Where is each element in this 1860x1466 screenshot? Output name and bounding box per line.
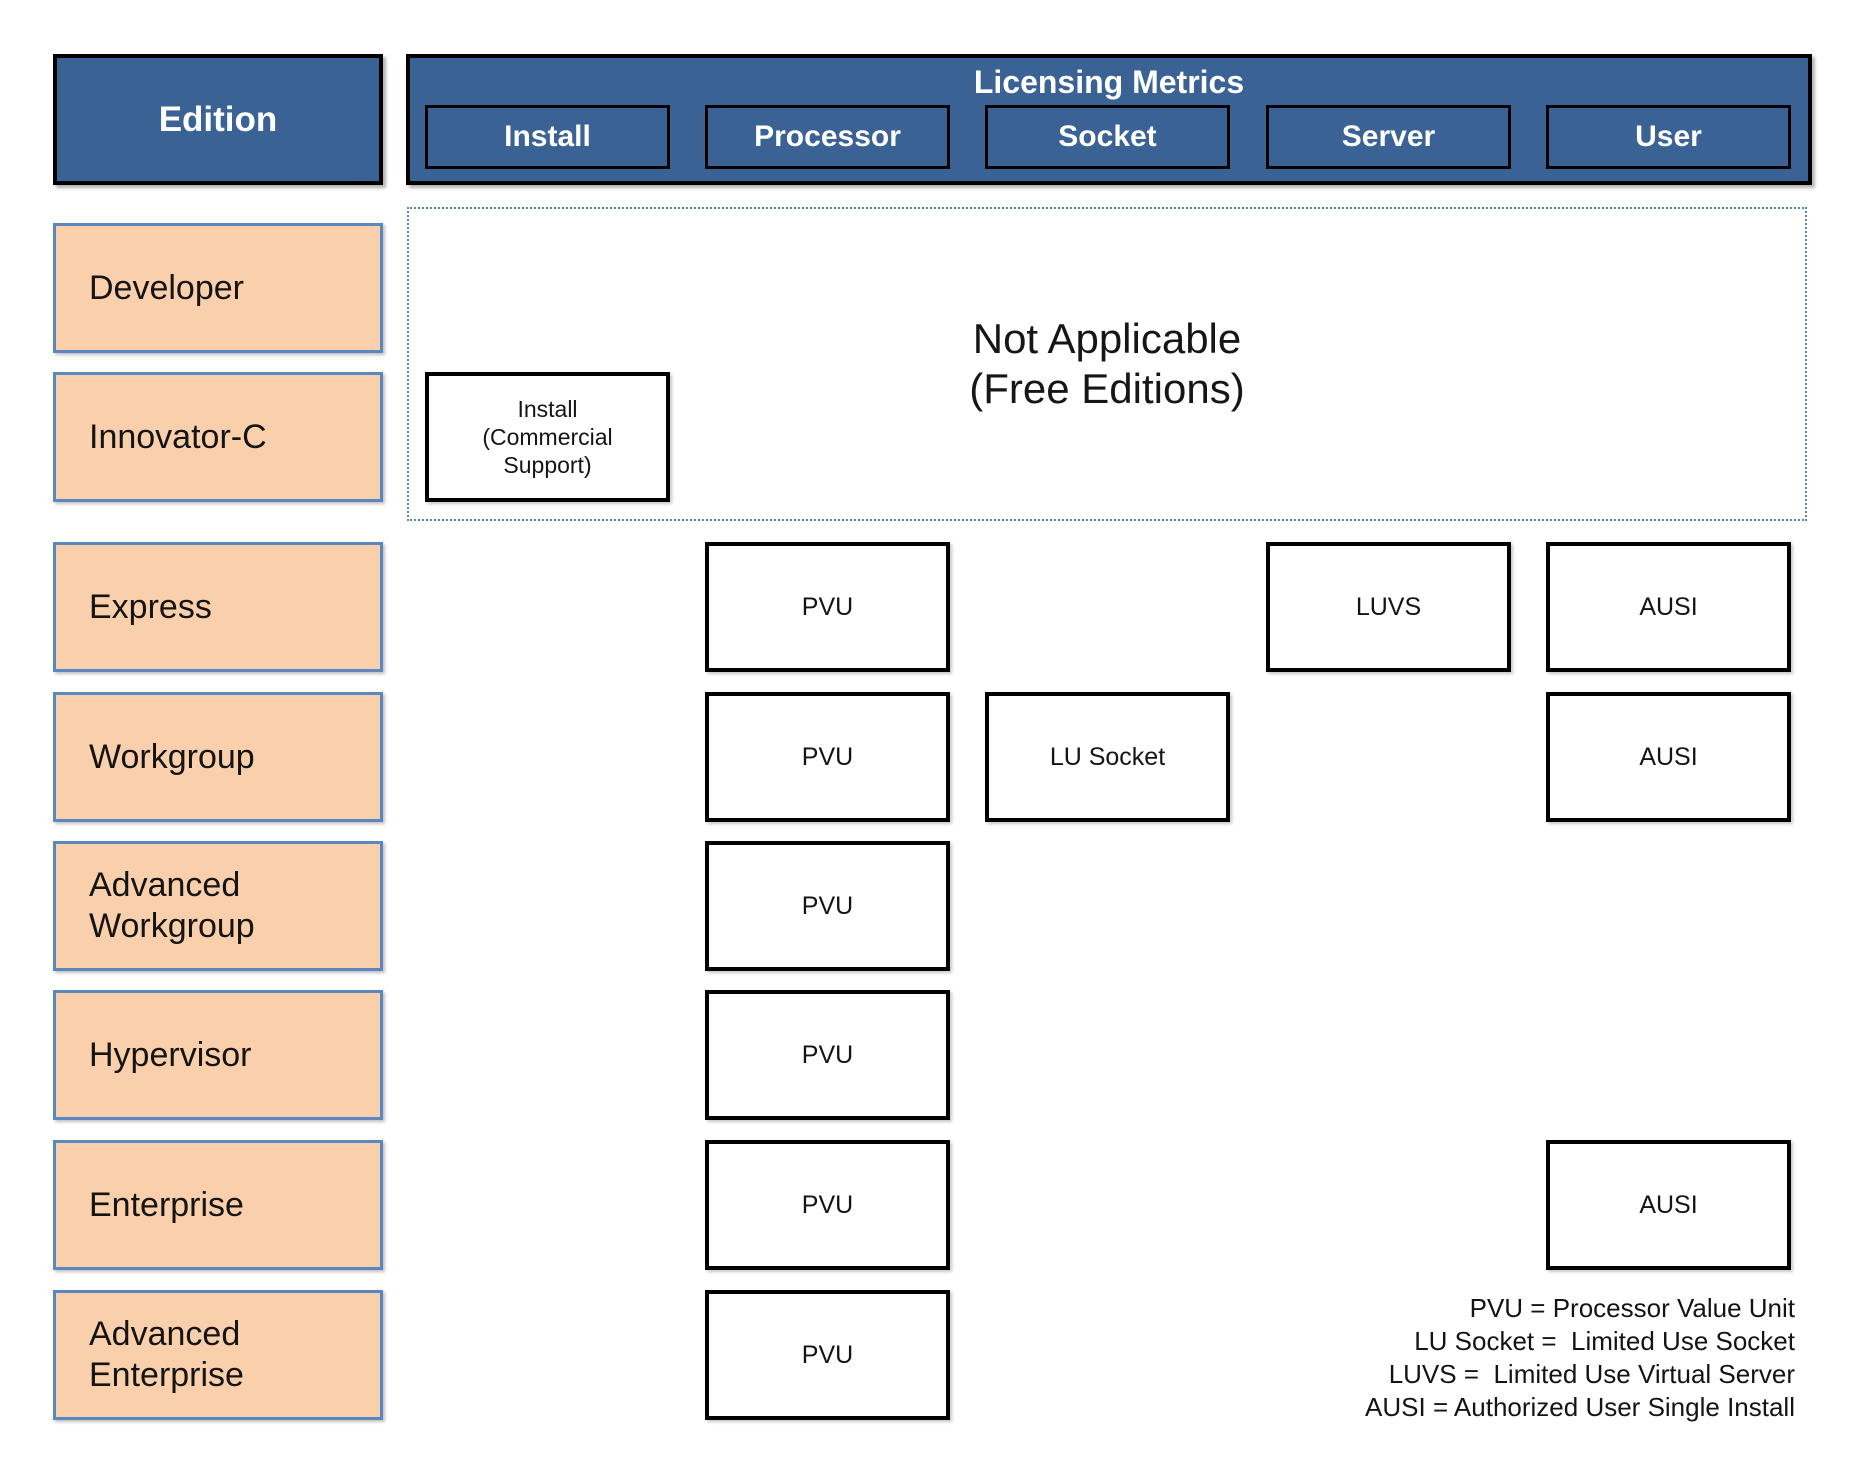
metric-label: LUVS: [1355, 592, 1422, 621]
metric-box-hypervisor-processor: PVU: [705, 990, 950, 1120]
metric-box-advanced-enterprise-processor: PVU: [705, 1290, 950, 1420]
column-header-socket: Socket: [985, 105, 1230, 169]
edition-express: Express: [53, 542, 383, 672]
edition-enterprise-label: Enterprise: [89, 1185, 244, 1224]
edition-advanced-enterprise-label: Advanced Enterprise: [89, 1315, 244, 1394]
metric-box-advanced-workgroup-processor: PVU: [705, 841, 950, 971]
column-header-user: User: [1546, 105, 1791, 169]
metric-label: PVU: [801, 742, 854, 771]
metric-box-express-server: LUVS: [1266, 542, 1511, 672]
metric-label: Support): [503, 452, 592, 478]
metric-box-enterprise-user: AUSI: [1546, 1140, 1791, 1270]
edition-hypervisor: Hypervisor: [53, 990, 383, 1120]
edition-innovator-c-label: Innovator-C: [89, 417, 267, 456]
edition-advanced-workgroup-label: Advanced Workgroup: [89, 866, 255, 945]
legend-line-lu-socket: LU Socket = Limited Use Socket: [1414, 1326, 1795, 1356]
column-header-user-label: User: [1635, 120, 1702, 153]
not-applicable-text: Not Applicable (Free Editions): [969, 314, 1244, 414]
metric-box-express-user: AUSI: [1546, 542, 1791, 672]
metric-label: PVU: [801, 592, 854, 621]
edition-innovator-c: Innovator-C: [53, 372, 383, 502]
column-header-install: Install: [425, 105, 670, 169]
metric-box-workgroup-user: AUSI: [1546, 692, 1791, 822]
not-applicable-region: Not Applicable (Free Editions): [407, 207, 1807, 521]
edition-workgroup-label: Workgroup: [89, 737, 255, 776]
metric-box-innovator-c-install: Install (Commercial Support): [425, 372, 670, 502]
edition-header: Edition: [53, 54, 383, 185]
licensing-metrics-title: Licensing Metrics: [973, 63, 1245, 100]
column-header-server-label: Server: [1341, 120, 1436, 153]
not-applicable-line2: (Free Editions): [969, 365, 1245, 412]
metric-label: AUSI: [1639, 592, 1698, 621]
not-applicable-line1: Not Applicable: [972, 315, 1242, 362]
column-header-processor: Processor: [705, 105, 950, 169]
metric-label: PVU: [801, 1340, 854, 1369]
edition-header-label: Edition: [158, 99, 278, 139]
metric-label: AUSI: [1639, 1190, 1698, 1219]
column-header-socket-label: Socket: [1058, 120, 1157, 153]
column-header-processor-label: Processor: [754, 120, 901, 153]
edition-developer-label: Developer: [89, 268, 244, 307]
edition-workgroup: Workgroup: [53, 692, 383, 822]
column-header-server: Server: [1266, 105, 1511, 169]
metric-box-workgroup-processor: PVU: [705, 692, 950, 822]
legend: PVU = Processor Value Unit LU Socket = L…: [1365, 1292, 1795, 1424]
licensing-metrics-header: Licensing Metrics Install Processor Sock…: [406, 54, 1812, 185]
metric-label: PVU: [801, 1040, 854, 1069]
metric-label: (Commercial: [482, 424, 613, 450]
column-header-install-label: Install: [504, 120, 591, 153]
edition-advanced-enterprise: Advanced Enterprise: [53, 1290, 383, 1420]
metric-label: AUSI: [1639, 742, 1698, 771]
legend-line-ausi: AUSI = Authorized User Single Install: [1365, 1392, 1795, 1422]
metric-label: Install: [517, 396, 578, 422]
edition-hypervisor-label: Hypervisor: [89, 1035, 252, 1074]
edition-advanced-workgroup: Advanced Workgroup: [53, 841, 383, 971]
metric-label: LU Socket: [1049, 742, 1166, 771]
edition-express-label: Express: [89, 587, 212, 626]
metric-box-express-processor: PVU: [705, 542, 950, 672]
edition-enterprise: Enterprise: [53, 1140, 383, 1270]
edition-developer: Developer: [53, 223, 383, 353]
metric-box-enterprise-processor: PVU: [705, 1140, 950, 1270]
legend-line-pvu: PVU = Processor Value Unit: [1469, 1293, 1795, 1323]
metric-label: PVU: [801, 891, 854, 920]
legend-line-luvs: LUVS = Limited Use Virtual Server: [1388, 1359, 1795, 1389]
metric-box-workgroup-socket: LU Socket: [985, 692, 1230, 822]
metric-label: PVU: [801, 1190, 854, 1219]
